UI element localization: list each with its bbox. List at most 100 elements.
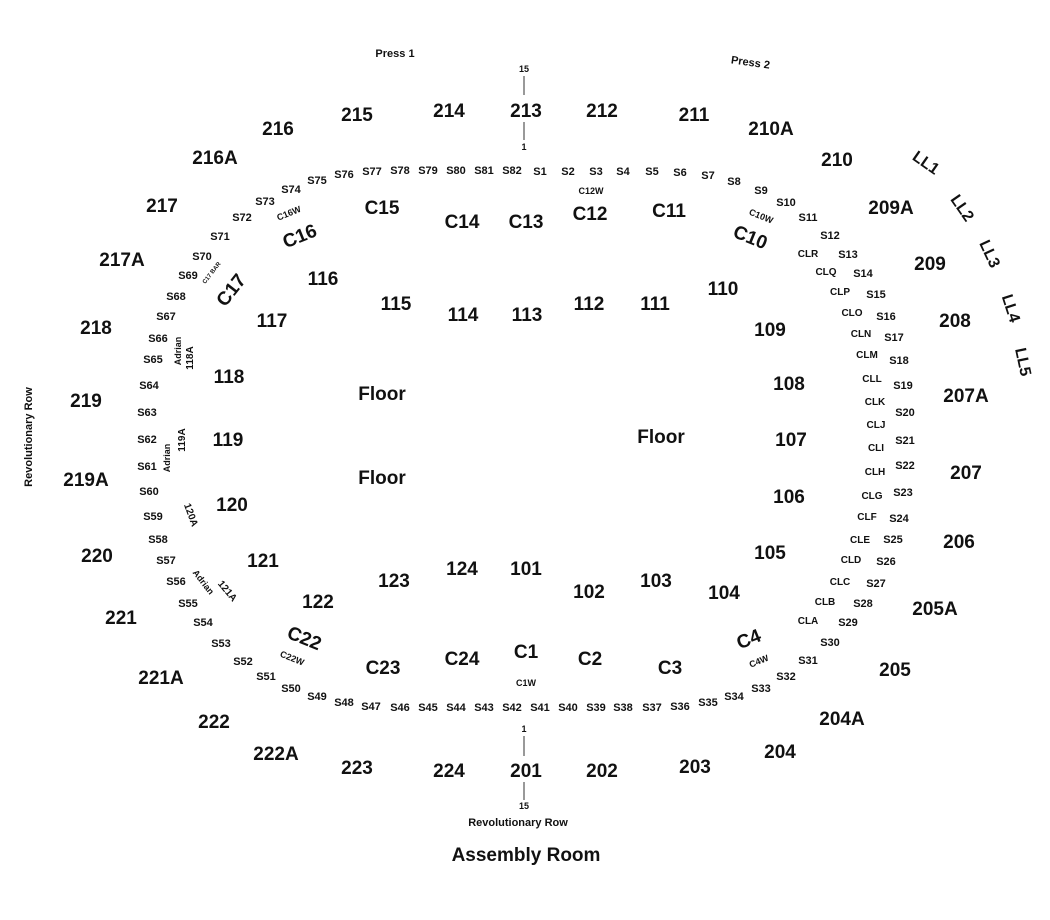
suite-s6[interactable]: S6	[673, 167, 686, 179]
club-row-clp[interactable]: CLP	[830, 287, 850, 298]
suite-s2[interactable]: S2	[561, 166, 574, 178]
section-213[interactable]: 213	[510, 101, 542, 122]
suite-s32[interactable]: S32	[776, 671, 796, 683]
section-c12[interactable]: C12	[573, 204, 608, 225]
suite-s36[interactable]: S36	[670, 701, 690, 713]
suite-s23[interactable]: S23	[893, 487, 913, 499]
suite-s50[interactable]: S50	[281, 683, 301, 695]
club-row-clc[interactable]: CLC	[830, 577, 851, 588]
section-113[interactable]: 113	[512, 305, 543, 326]
section-112[interactable]: 112	[574, 294, 605, 315]
suite-s65[interactable]: S65	[143, 354, 163, 366]
suite-s15[interactable]: S15	[866, 289, 886, 301]
suite-s34[interactable]: S34	[724, 691, 744, 703]
club-row-cln[interactable]: CLN	[851, 329, 872, 340]
section-121a[interactable]: 121A	[215, 579, 239, 604]
section-c1[interactable]: C1	[514, 642, 539, 663]
suite-s26[interactable]: S26	[876, 556, 896, 568]
club-row-clm[interactable]: CLM	[856, 350, 878, 361]
section-210[interactable]: 210	[821, 150, 853, 171]
section-c17-bar[interactable]: C17 BAR	[202, 261, 223, 285]
section-c24[interactable]: C24	[445, 649, 480, 670]
suite-s41[interactable]: S41	[530, 702, 550, 714]
section-221a[interactable]: 221A	[138, 668, 184, 689]
section-ll4[interactable]: LL4	[998, 292, 1023, 324]
section-c17[interactable]: C17	[213, 270, 251, 310]
suite-s17[interactable]: S17	[884, 332, 904, 344]
suite-s25[interactable]: S25	[883, 534, 903, 546]
suite-s57[interactable]: S57	[156, 555, 176, 567]
section-c22w[interactable]: C22W	[279, 649, 306, 668]
section-123[interactable]: 123	[378, 571, 410, 592]
suite-s35[interactable]: S35	[698, 697, 718, 709]
section-211[interactable]: 211	[679, 105, 710, 126]
suite-s14[interactable]: S14	[853, 268, 873, 280]
club-row-clo[interactable]: CLO	[841, 308, 862, 319]
section-215[interactable]: 215	[341, 105, 373, 126]
section-c2[interactable]: C2	[578, 649, 602, 670]
club-row-cle[interactable]: CLE	[850, 535, 870, 546]
suite-s62[interactable]: S62	[137, 434, 157, 446]
suite-s69[interactable]: S69	[178, 270, 198, 282]
section-108[interactable]: 108	[773, 374, 805, 395]
suite-s40[interactable]: S40	[558, 702, 578, 714]
section-103[interactable]: 103	[640, 571, 672, 592]
section-101[interactable]: 101	[510, 559, 542, 580]
section-219a[interactable]: 219A	[63, 470, 109, 491]
suite-s61[interactable]: S61	[137, 461, 157, 473]
section-c14[interactable]: C14	[445, 212, 480, 233]
suite-s8[interactable]: S8	[727, 176, 740, 188]
club-row-cld[interactable]: CLD	[841, 555, 862, 566]
suite-s55[interactable]: S55	[178, 598, 198, 610]
section-217[interactable]: 217	[146, 196, 178, 217]
section-c16w[interactable]: C16W	[275, 204, 302, 223]
section-204[interactable]: 204	[764, 742, 796, 763]
suite-s24[interactable]: S24	[889, 513, 909, 525]
section-119a[interactable]: 119A	[177, 428, 188, 451]
section-220[interactable]: 220	[81, 546, 113, 567]
suite-s33[interactable]: S33	[751, 683, 771, 695]
section-119[interactable]: 119	[213, 430, 244, 451]
suite-s59[interactable]: S59	[143, 511, 163, 523]
section-221[interactable]: 221	[105, 608, 137, 629]
section-120a[interactable]: 120A	[181, 502, 200, 528]
section-117[interactable]: 117	[257, 311, 288, 332]
section-109[interactable]: 109	[754, 320, 786, 341]
section-116[interactable]: 116	[308, 269, 339, 290]
section-216a[interactable]: 216A	[192, 148, 238, 169]
suite-s73[interactable]: S73	[255, 196, 275, 208]
section-ll1[interactable]: LL1	[909, 148, 942, 178]
section-212[interactable]: 212	[586, 101, 618, 122]
section-217a[interactable]: 217A	[99, 250, 145, 271]
section-202[interactable]: 202	[586, 761, 618, 782]
suite-s31[interactable]: S31	[798, 655, 818, 667]
section-114[interactable]: 114	[448, 305, 479, 326]
suite-s49[interactable]: S49	[307, 691, 327, 703]
suite-s44[interactable]: S44	[446, 702, 466, 714]
section-203[interactable]: 203	[679, 757, 711, 778]
suite-s54[interactable]: S54	[193, 617, 213, 629]
suite-s74[interactable]: S74	[281, 184, 301, 196]
club-row-cla[interactable]: CLA	[798, 616, 819, 627]
suite-s38[interactable]: S38	[613, 702, 633, 714]
section-105[interactable]: 105	[754, 543, 786, 564]
suite-s51[interactable]: S51	[256, 671, 276, 683]
club-row-clg[interactable]: CLG	[861, 491, 882, 502]
section-c10w[interactable]: C10W	[748, 207, 775, 226]
section-121[interactable]: 121	[247, 551, 279, 572]
suite-s42[interactable]: S42	[502, 702, 522, 714]
suite-s66[interactable]: S66	[148, 333, 168, 345]
section-218[interactable]: 218	[80, 318, 112, 339]
suite-s29[interactable]: S29	[838, 617, 858, 629]
suite-s10[interactable]: S10	[776, 197, 796, 209]
section-c15[interactable]: C15	[365, 198, 400, 219]
section-206[interactable]: 206	[943, 532, 975, 553]
suite-s75[interactable]: S75	[307, 175, 327, 187]
section-205[interactable]: 205	[879, 660, 911, 681]
club-row-clb[interactable]: CLB	[815, 597, 836, 608]
suite-s67[interactable]: S67	[156, 311, 176, 323]
club-row-cll[interactable]: CLL	[862, 374, 881, 385]
section-115[interactable]: 115	[381, 294, 412, 315]
section-c23[interactable]: C23	[366, 658, 401, 679]
suite-s20[interactable]: S20	[895, 407, 915, 419]
